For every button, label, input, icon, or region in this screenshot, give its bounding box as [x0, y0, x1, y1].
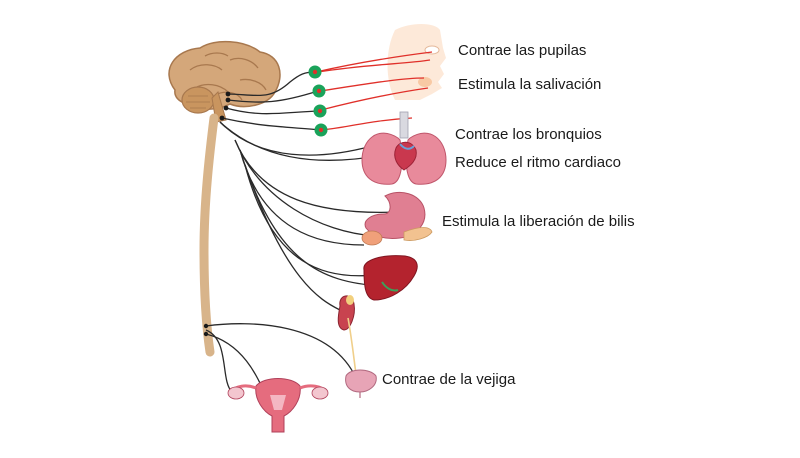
spinal-cord	[199, 113, 219, 357]
liver-illustration	[363, 255, 418, 301]
bladder-illustration	[345, 369, 377, 398]
kidney-illustration	[337, 295, 357, 375]
label-saliva: Estimula la salivación	[458, 76, 602, 93]
ganglia	[308, 65, 328, 137]
stomach-illustration	[361, 192, 433, 246]
label-pupils: Contrae las pupilas	[458, 42, 587, 59]
uterus-illustration	[227, 378, 329, 433]
label-heart: Reduce el ritmo cardiaco	[455, 154, 621, 171]
label-bladder: Contrae de la vejiga	[382, 371, 516, 388]
vagus-nerve-fibers	[219, 121, 405, 311]
brain-illustration	[168, 40, 281, 123]
cranial-nerve-fibers	[221, 71, 322, 131]
nuclei-dots	[203, 91, 231, 337]
label-bile: Estimula la liberación de bilis	[442, 213, 635, 230]
label-bronchi: Contrae los bronquios	[455, 126, 602, 143]
lungs-heart-illustration	[361, 111, 447, 185]
